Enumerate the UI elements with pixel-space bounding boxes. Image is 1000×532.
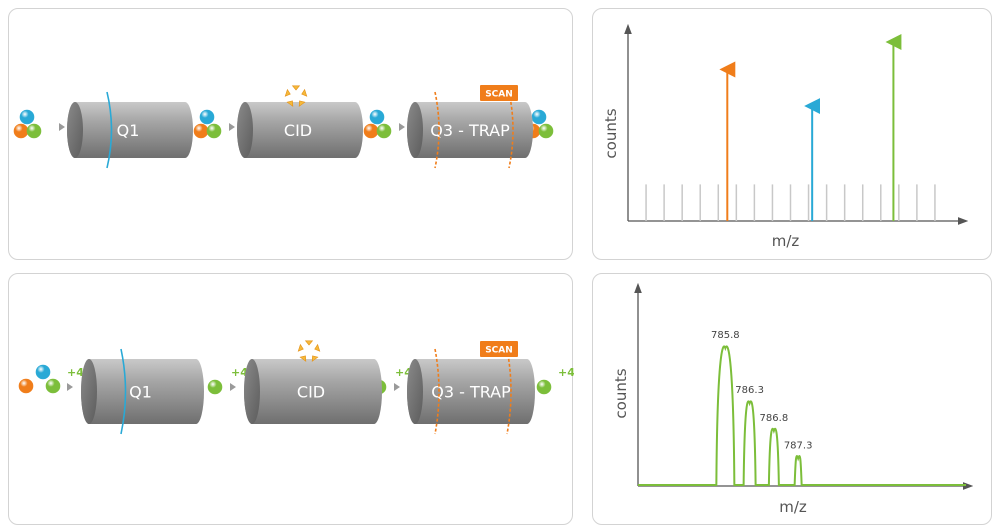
top-instrument-diagram: Q1 CID Q3 - TRAP SCAN <box>13 85 554 169</box>
cid-cylinder <box>237 102 363 158</box>
green-ion <box>45 378 61 394</box>
fragmentation-star-icon <box>297 340 321 362</box>
orange-ion <box>193 123 209 139</box>
peak-label: 786.8 <box>760 413 789 424</box>
svg-text:SCAN: SCAN <box>485 90 513 100</box>
bottom-spectrum-chart: 785.8 786.3 786.8 787.3 counts m/z <box>612 282 974 516</box>
flow-arrow <box>229 123 235 131</box>
blue-ion <box>35 364 51 380</box>
orange-ion <box>13 123 29 139</box>
green-ion <box>376 123 392 139</box>
green-ion <box>26 123 42 139</box>
peak-label: 785.8 <box>711 330 740 341</box>
bottom-spectrum-panel: 785.8 786.3 786.8 787.3 counts m/z <box>592 273 992 525</box>
quadrupole-filter-line <box>106 91 113 169</box>
green-ion <box>206 123 222 139</box>
fragmentation-star-icon <box>284 85 308 107</box>
stage-cid-label: CID <box>284 121 312 140</box>
blue-ion <box>369 109 385 125</box>
charge-label: +4 <box>395 366 412 379</box>
x-axis-label: m/z <box>772 232 800 250</box>
flow-arrow <box>230 383 236 391</box>
flow-arrow <box>59 123 65 131</box>
green-ion <box>536 379 552 395</box>
ion-cluster <box>363 109 392 139</box>
blue-ion <box>19 109 35 125</box>
ion-cluster <box>18 364 61 394</box>
svg-text:SCAN: SCAN <box>485 346 513 356</box>
ion-cluster <box>193 109 222 139</box>
quadrupole-filter-line <box>120 348 127 435</box>
scan-badge: SCAN <box>480 341 518 357</box>
ion-cluster <box>13 109 42 139</box>
trap-boundary-line <box>506 348 512 435</box>
charge-label: +4 <box>558 366 574 379</box>
top-spectrum-panel: counts m/z <box>592 8 992 260</box>
charge-label: +4 <box>67 366 84 379</box>
q1-cylinder <box>81 359 204 424</box>
green-ion <box>207 379 223 395</box>
orange-ion <box>363 123 379 139</box>
charge-label: +4 <box>231 366 248 379</box>
flow-arrow <box>394 383 400 391</box>
top-spectrum-chart: counts m/z <box>602 23 969 250</box>
q1-cylinder <box>67 102 193 158</box>
blue-ion <box>531 109 547 125</box>
blue-ion <box>199 109 215 125</box>
y-axis-label: counts <box>602 108 620 158</box>
bottom-instrument-diagram: +4 +4 +4 +4Q1 CID Q3 - TRAP SCAN <box>18 340 575 435</box>
orange-ion <box>18 378 34 394</box>
stage-q1-label: Q1 <box>129 383 152 402</box>
stage-cid-label: CID <box>297 383 325 402</box>
cid-cylinder <box>244 359 382 424</box>
stage-q3-trap-label: Q3 - TRAP <box>431 383 511 402</box>
peak-label: 787.3 <box>784 440 813 451</box>
top-instrument-panel: Q1 CID Q3 - TRAP SCAN <box>8 8 573 260</box>
stage-q3-trap-label: Q3 - TRAP <box>430 121 510 140</box>
stage-q1-label: Q1 <box>117 121 140 140</box>
flow-arrow <box>399 123 405 131</box>
green-ion <box>538 123 554 139</box>
y-axis-label: counts <box>612 368 630 418</box>
flow-arrow <box>67 383 73 391</box>
trap-boundary-line <box>434 348 440 435</box>
peak-label: 786.3 <box>735 385 764 396</box>
scan-badge: SCAN <box>480 85 518 101</box>
isotope-envelope-line <box>638 345 966 486</box>
x-axis-label: m/z <box>779 498 807 516</box>
trap-boundary-line <box>434 91 440 169</box>
